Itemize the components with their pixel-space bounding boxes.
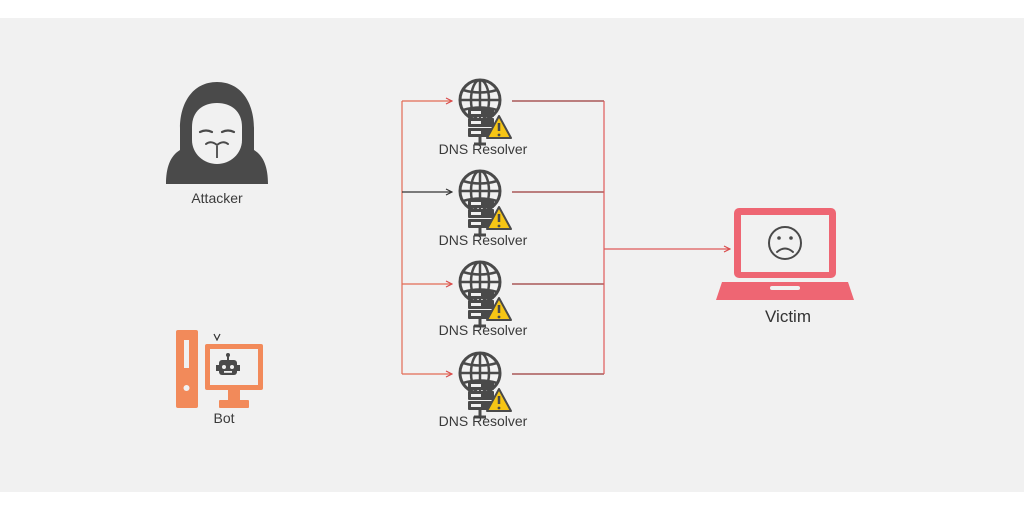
diagram-svg [166,78,854,419]
dns-resolver-label-4: DNS Resolver [438,413,528,429]
computer-robot-icon [176,330,263,408]
globe-server-warning-icon [458,169,513,237]
attacker-label: Attacker [191,190,243,206]
globe-server-warning-icon [458,351,513,419]
sad-laptop-icon [716,208,854,300]
dns-resolver-label-1: DNS Resolver [438,141,528,157]
globe-server-warning-icon [458,78,513,146]
connectors [217,101,730,374]
dns-resolver-label-3: DNS Resolver [438,322,528,338]
hooded-hacker-icon [166,82,268,184]
diagram-canvas [0,18,1024,492]
bot-label: Bot [213,410,235,426]
globe-server-warning-icon [458,260,513,328]
victim-label: Victim [765,307,811,326]
dns-resolver-label-2: DNS Resolver [438,232,528,248]
